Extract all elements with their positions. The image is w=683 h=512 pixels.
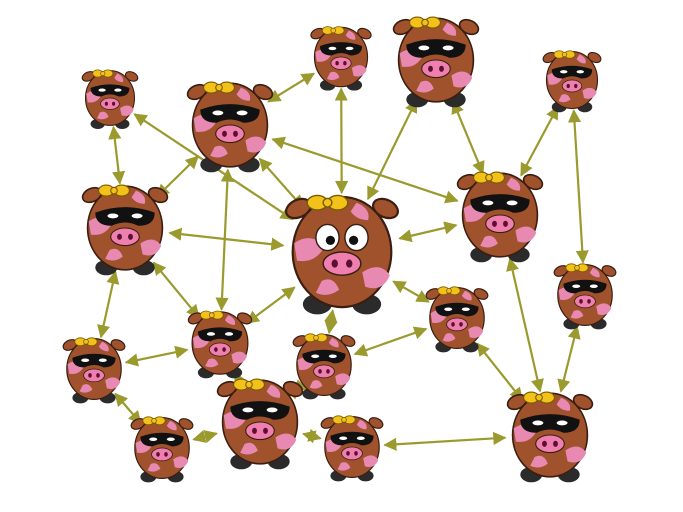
edge-top-right-mid-center [367, 99, 418, 201]
edge-bottom-mid-bottom-right [383, 431, 507, 451]
edge-top-right-right-mid [567, 109, 589, 264]
edge-right-mid-bottom-right [557, 325, 581, 393]
cow-node-bottom-left [130, 416, 194, 483]
edge-center-lower-left-mid [245, 286, 296, 324]
cow-node-top-left [81, 69, 139, 129]
cow-node-lower-left-mid [187, 310, 253, 379]
cow-node-right-mid [553, 263, 617, 330]
edge-right-upper-bottom-right [506, 257, 544, 393]
cow-node-top-mid [310, 26, 372, 91]
cow-node-left-upper [81, 184, 169, 276]
cow-node-upper-left-mid [186, 81, 274, 173]
edge-left-upper-left-lower [97, 270, 120, 339]
edge-top-mid-center [334, 87, 349, 195]
edge-left-lower-bottom-left [114, 392, 142, 425]
edge-center-lower-center [324, 309, 338, 335]
cow-node-lower-center [292, 333, 356, 400]
edge-upper-left-mid-right-upper [271, 136, 459, 204]
nodes-layer [62, 16, 617, 483]
edge-mid-right-bottom-right [476, 342, 523, 401]
cow-node-left-lower [62, 337, 126, 404]
edge-lower-center-mid-right [353, 326, 428, 357]
cow-node-mid-right [425, 286, 489, 353]
cow-node-right-upper [456, 171, 544, 263]
edge-left-lower-lower-left-mid [124, 345, 189, 367]
edge-right-upper-center [398, 221, 458, 243]
edge-left-upper-lower-left-mid [152, 261, 200, 319]
edge-upper-left-mid-top-mid [267, 72, 316, 103]
cow-node-bottom-right [506, 391, 594, 483]
edge-top-right-mid-right-upper [451, 100, 485, 175]
edge-center-mid-right [392, 280, 430, 303]
edge-top-right-right-upper [520, 105, 559, 177]
cow-node-center [285, 194, 399, 315]
cow-node-bottom-mid [320, 415, 384, 482]
cow-node-top-right [542, 50, 602, 113]
cow-node-bottom-center [216, 378, 304, 470]
edge-left-upper-center [168, 227, 285, 251]
edge-bottom-center-bottom-mid [302, 428, 322, 444]
edge-top-left-left-upper [108, 125, 126, 185]
edge-bottom-left-bottom-center [192, 430, 218, 443]
cow-node-top-right-mid [392, 16, 480, 108]
